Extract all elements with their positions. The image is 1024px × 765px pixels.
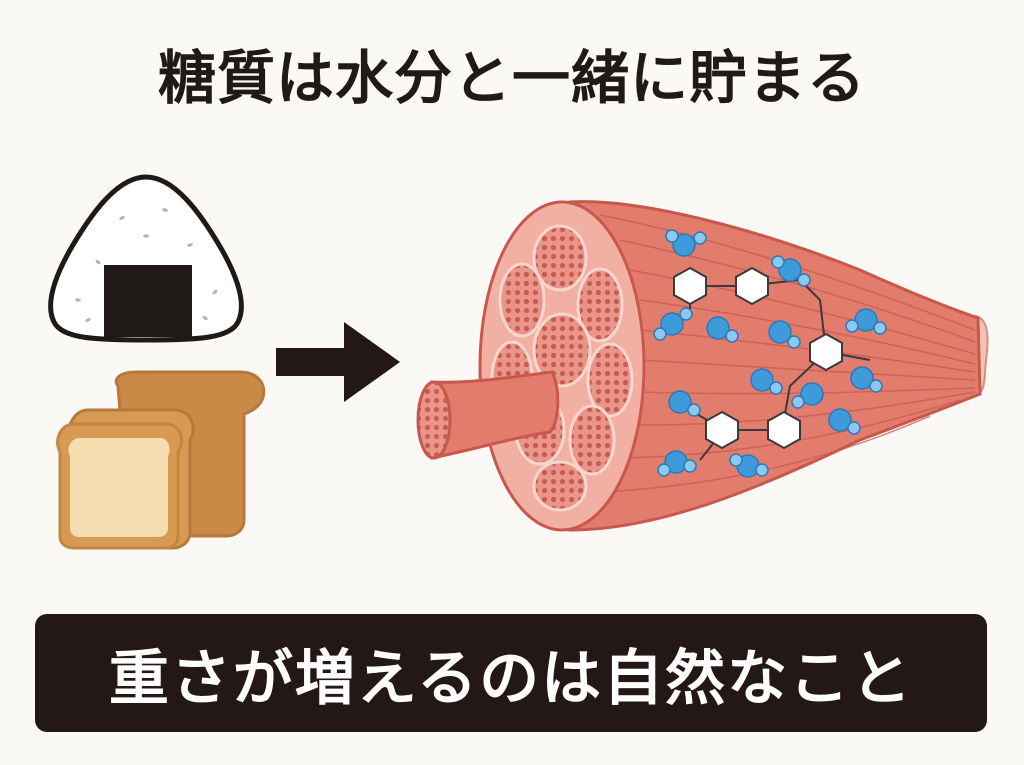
water-molecules [653, 229, 887, 478]
onigiri-icon [48, 174, 244, 343]
muscle-cross-section-illustration [416, 200, 989, 532]
arrow-right-icon [276, 322, 400, 402]
glycogen-water-molecule-icon [653, 229, 887, 478]
conclusion-banner: 重さが増えるのは自然なこと [35, 614, 987, 732]
page-title: 糖質は水分と一緒に貯まる [157, 44, 866, 112]
bread-loaf-icon [56, 370, 266, 550]
banner-text: 重さが増えるのは自然なこと [108, 643, 914, 714]
